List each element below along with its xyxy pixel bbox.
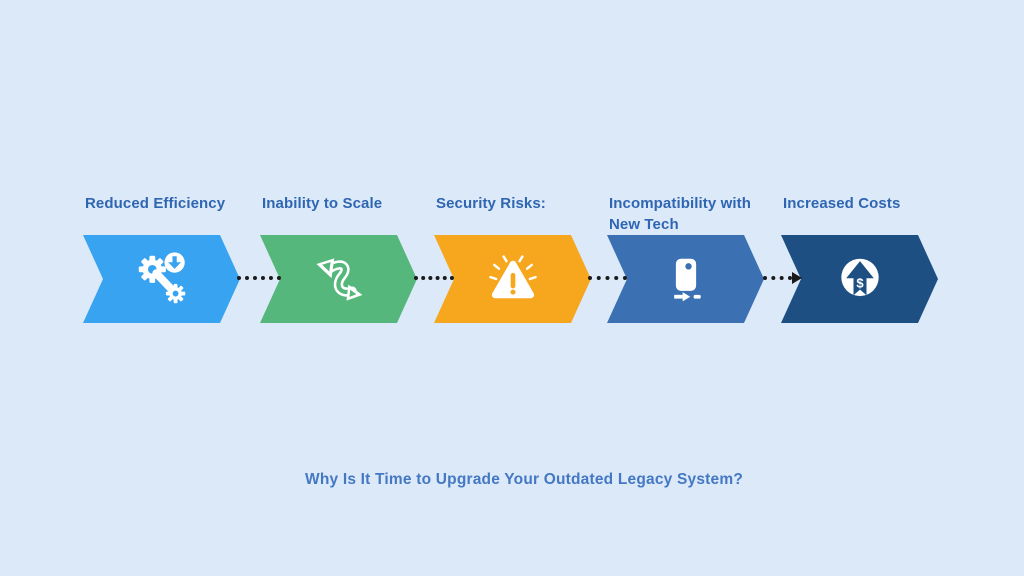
- step-inability-to-scale: Inability to Scale: [260, 193, 417, 323]
- gear-wrench-download-icon: [131, 248, 193, 310]
- step-label: Incompatibility with New Tech: [609, 195, 752, 233]
- page-title: Why Is It Time to Upgrade Your Outdated …: [305, 471, 743, 488]
- dotted-connector: [588, 276, 627, 280]
- step-incompatibility: Incompatibility with New Tech: [607, 193, 764, 323]
- dotted-connector: [414, 276, 454, 280]
- chevron-arrow: [260, 235, 417, 323]
- chevron-arrow: [434, 235, 591, 323]
- step-label: Security Risks:: [436, 195, 546, 212]
- dotted-connector: [237, 276, 281, 280]
- chevron-arrow: $: [781, 235, 938, 323]
- step-increased-costs: Increased Costs $: [781, 193, 938, 323]
- warning-triangle-icon: [483, 249, 543, 309]
- step-label: Increased Costs: [783, 195, 901, 212]
- step-label: Reduced Efficiency: [85, 195, 226, 212]
- step-reduced-efficiency: Reduced Efficiency: [83, 193, 240, 323]
- step-security-risks: Security Risks:: [434, 193, 591, 323]
- dotted-connector-with-arrowhead: [763, 272, 802, 284]
- connector-arrowhead-icon: [792, 272, 802, 284]
- svg-text:$: $: [856, 276, 864, 291]
- dollar-up-arrow-icon: $: [834, 253, 886, 305]
- chevron-arrow: [607, 235, 764, 323]
- step-label: Inability to Scale: [262, 195, 383, 212]
- curved-two-way-arrow-icon: [309, 251, 369, 307]
- chevron-arrow: [83, 235, 240, 323]
- device-unplug-icon: [659, 252, 713, 306]
